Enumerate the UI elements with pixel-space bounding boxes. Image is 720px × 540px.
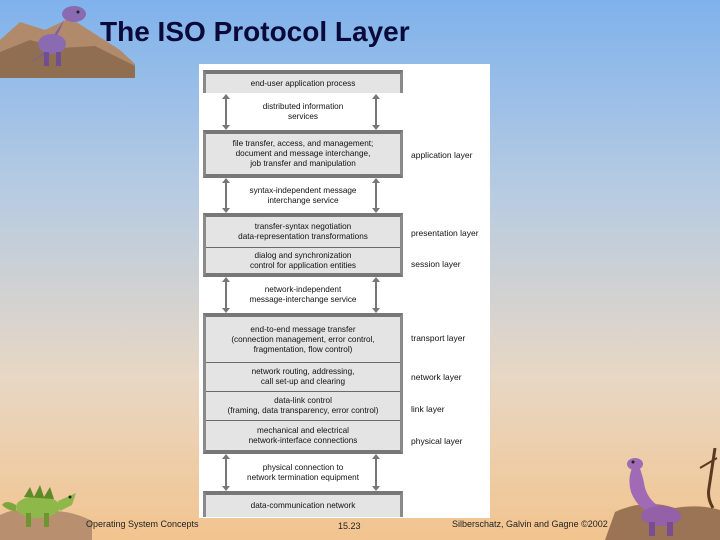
row-network: network routing, addressing, call set-up… — [251, 367, 355, 386]
box-presentation-session: transfer-syntax negotiation data-represe… — [203, 213, 403, 277]
gap-network-independent: network-independent message-interchange … — [249, 285, 357, 304]
dinosaur-icon — [0, 6, 135, 78]
row-physical: mechanical and electrical network-interf… — [248, 425, 358, 445]
double-arrow-icon — [372, 178, 380, 213]
slide-title: The ISO Protocol Layer — [100, 16, 410, 47]
label-link-layer: link layer — [411, 404, 445, 414]
layer-divider — [206, 362, 400, 363]
dinosaur-icon — [0, 485, 92, 540]
row-transport: end-to-end message transfer (connection … — [231, 324, 375, 354]
footer-left: Operating System Concepts — [86, 519, 199, 529]
box-end-user: end-user application process — [203, 70, 403, 93]
row-presentation: transfer-syntax negotiation data-represe… — [238, 222, 368, 241]
double-arrow-icon — [372, 454, 380, 491]
layer-divider — [206, 247, 400, 248]
layer-divider — [206, 391, 400, 392]
row-data-comm: data-communication network — [250, 501, 356, 510]
row-end-user: end-user application process — [250, 78, 356, 88]
dinosaur-icon — [605, 448, 720, 540]
row-application: file transfer, access, and management; d… — [232, 139, 374, 168]
gap-physical-connection: physical connection to network terminati… — [247, 462, 359, 482]
label-transport-layer: transport layer — [411, 333, 466, 343]
footer-center: 15.23 — [338, 521, 361, 531]
iso-diagram: end-user application process distributed… — [199, 64, 490, 518]
double-arrow-icon — [372, 94, 380, 130]
row-session: dialog and synchronization control for a… — [249, 250, 357, 270]
layer-divider — [206, 420, 400, 421]
box-application: file transfer, access, and management; d… — [203, 130, 403, 178]
double-arrow-icon — [222, 454, 230, 491]
label-physical-layer: physical layer — [411, 436, 463, 446]
footer-right: Silberschatz, Galvin and Gagne ©2002 — [452, 519, 608, 529]
box-lower-layers: end-to-end message transfer (connection … — [203, 313, 403, 454]
label-session-layer: session layer — [411, 259, 461, 269]
gap-syntax-independent: syntax-independent message interchange s… — [249, 185, 357, 205]
double-arrow-icon — [222, 277, 230, 313]
label-application-layer: application layer — [411, 150, 473, 160]
gap-distributed-info: distributed information services — [262, 102, 344, 121]
label-network-layer: network layer — [411, 372, 462, 382]
label-presentation-layer: presentation layer — [411, 228, 479, 238]
row-link: data-link control (framing, data transpa… — [227, 396, 379, 415]
double-arrow-icon — [222, 178, 230, 213]
double-arrow-icon — [372, 277, 380, 313]
double-arrow-icon — [222, 94, 230, 130]
box-data-comm-network: data-communication network — [203, 491, 403, 517]
